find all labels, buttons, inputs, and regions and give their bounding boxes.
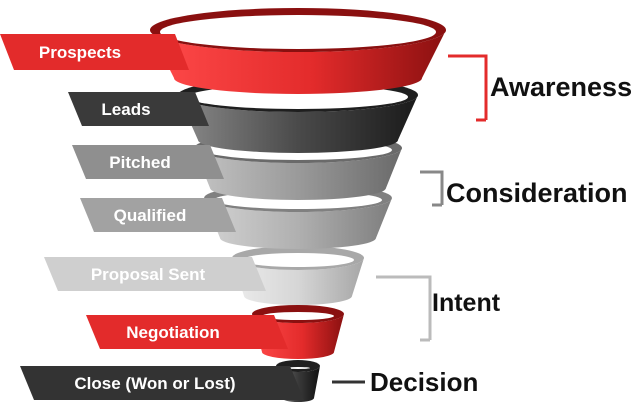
funnel-level-tag-4 [44,257,266,291]
funnel-level-tag-1 [68,92,209,126]
funnel-band-0 [150,8,446,94]
funnel-band-4 [232,246,364,305]
funnel-band-opening-4 [242,253,354,267]
funnel-level-label-3: Qualified [114,206,187,225]
funnel-level-tag-0 [0,34,189,70]
funnel-band-body-4 [232,258,364,305]
stage-label-1: Consideration [446,178,628,208]
funnel-band-opening-5 [262,312,334,320]
funnel-band-opening-6 [286,367,310,369]
stage-connector-0 [448,54,488,120]
funnel-band-body-0 [150,30,446,94]
funnel-level-label-5: Negotiation [126,323,220,342]
funnel-level-tag-3 [80,198,236,232]
funnel-level-tag-5 [86,315,288,349]
funnel-level-tag-6 [20,366,304,400]
funnel-band-body-1 [178,95,418,153]
funnel-band-body-3 [204,198,392,249]
funnel-band-opening-0 [160,15,436,49]
stage-label-0: Awareness [490,72,632,102]
stage-label-3: Decision [370,367,478,397]
funnel-level-tag-2 [72,145,224,179]
stage-connector-2 [376,275,432,340]
stage-connector-1 [420,170,444,205]
funnel-band-body-2 [194,148,402,200]
funnel-level-label-6: Close (Won or Lost) [74,374,235,393]
stage-label-2: Intent [432,289,501,317]
funnel-level-label-2: Pitched [109,153,170,172]
funnel-level-label-1: Leads [101,100,150,119]
funnel-level-label-0: Prospects [39,43,121,62]
funnel-level-label-4: Proposal Sent [91,265,206,284]
